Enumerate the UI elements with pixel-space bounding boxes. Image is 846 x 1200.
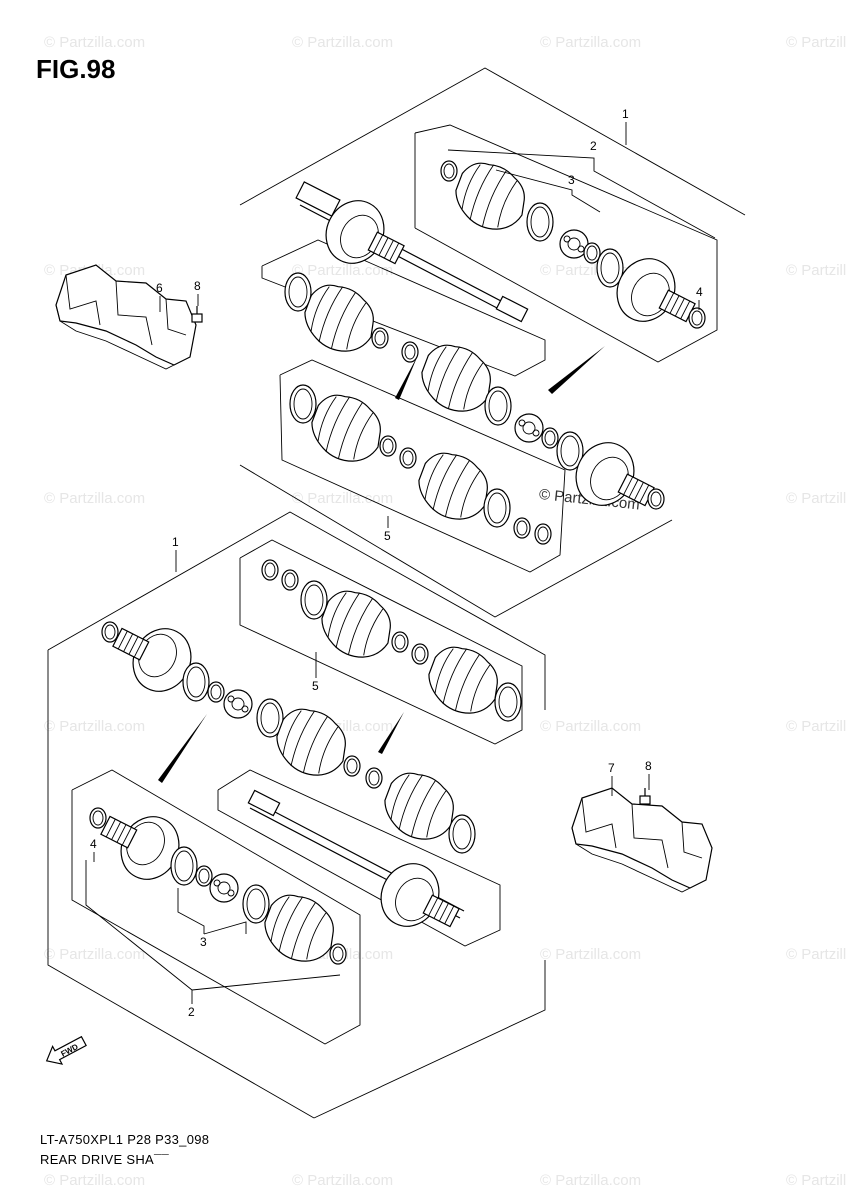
upper-axle-shaft	[295, 181, 529, 323]
lower-arrows	[158, 712, 404, 783]
watermark: © Partzilla.com	[44, 34, 146, 51]
upper-arrows	[395, 346, 605, 400]
callout-5: 5	[384, 529, 391, 543]
lower-callouts: 1 5 4 3 2	[85, 535, 341, 1019]
upper-boot-kit	[289, 384, 552, 545]
section-title: REAR DRIVE SHA¯¯	[40, 1152, 169, 1167]
watermark: © Partzilla.com	[292, 490, 394, 507]
watermark: © Partzilla.com	[540, 946, 642, 963]
fwd-indicator: FWD	[45, 1035, 87, 1065]
watermark: © Partzilla.com	[786, 34, 846, 51]
callout-2: 2	[590, 139, 597, 153]
lower-assembly-frame	[47, 511, 546, 1119]
upper-callouts: 1 2 3 4 5	[384, 107, 716, 543]
watermark: © Partzilla.com	[44, 946, 146, 963]
right-guard: 7 8	[571, 759, 713, 893]
lower-boot-kit	[261, 559, 522, 726]
callout-2: 2	[188, 1005, 195, 1019]
callout-5: 5	[312, 679, 319, 693]
watermark: © Partzilla.com	[540, 1172, 642, 1189]
callout-4: 4	[696, 285, 703, 299]
watermark: © Partzilla.com	[292, 34, 394, 51]
watermark: © Partzilla.com	[786, 1172, 846, 1189]
watermark: © Partzilla.com	[786, 262, 846, 279]
callout-8: 8	[645, 759, 652, 773]
left-guard: 6 8	[55, 264, 203, 370]
watermark: © Partzilla.com	[44, 718, 146, 735]
callout-3: 3	[568, 173, 575, 187]
callout-1: 1	[622, 107, 629, 121]
callout-1: 1	[172, 535, 179, 549]
callout-4: 4	[90, 837, 97, 851]
watermark: © Partzilla.com	[786, 718, 846, 735]
watermark: © Partzilla.com	[540, 34, 642, 51]
upper-assembly-frame	[239, 67, 746, 618]
watermark: © Partzilla.com	[786, 946, 846, 963]
watermark: © Partzilla.com	[786, 490, 846, 507]
callout-3: 3	[200, 935, 207, 949]
watermark: © Partzilla.com	[540, 718, 642, 735]
model-code: LT-A750XPL1 P28 P33_098	[40, 1132, 210, 1147]
lower-axle-shaft	[247, 789, 470, 947]
watermark: © Partzilla.com	[292, 262, 394, 279]
watermark: © Partzilla.com	[292, 1172, 394, 1189]
callout-8: 8	[194, 279, 201, 293]
figure-title: FIG.98	[36, 54, 116, 84]
callout-7: 7	[608, 761, 615, 775]
watermark: © Partzilla.com	[44, 490, 146, 507]
callout-6: 6	[156, 281, 163, 295]
watermark: © Partzilla.com	[44, 1172, 146, 1189]
